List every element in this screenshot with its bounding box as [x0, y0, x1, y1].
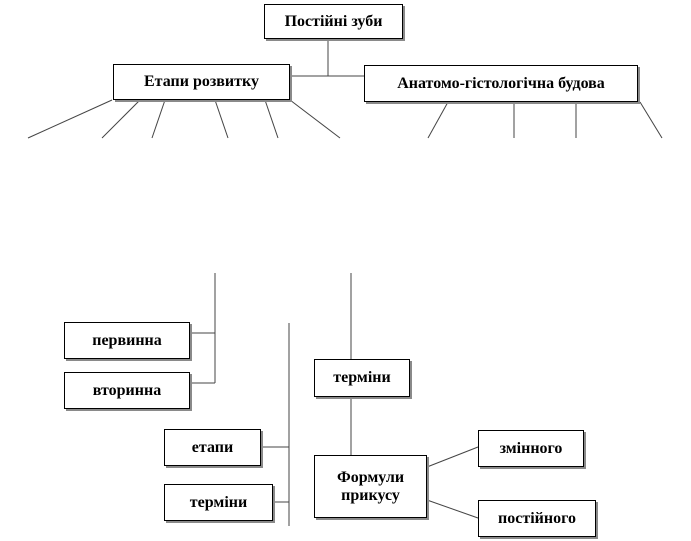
connector-left-fan-1	[27, 99, 113, 139]
node-terms-right: терміни	[314, 359, 410, 397]
connector-right-fan-1	[427, 101, 449, 139]
node-changeable: змінного	[478, 430, 584, 467]
connector-changeable	[426, 446, 479, 468]
node-bite-formulas: Формули прикусу	[314, 455, 427, 518]
node-permanent: постійного	[478, 500, 596, 537]
node-secondary: вторинна	[64, 372, 190, 409]
connector-right-fan-4	[639, 101, 663, 139]
node-stages: етапи	[164, 429, 261, 466]
connector-left-fan-5	[264, 99, 279, 139]
connector-left-fan-4	[214, 99, 229, 139]
branch-anatomy-histology: Анатомо-гістологічна будова	[364, 65, 638, 102]
branch-development-stages: Етапи розвитку	[113, 64, 290, 100]
connector-permanent	[426, 499, 479, 519]
connector-left-fan-3	[151, 99, 166, 139]
node-terms-left: терміни	[164, 484, 273, 521]
node-primary: первинна	[64, 322, 190, 359]
root-node: Постійні зуби	[264, 4, 403, 39]
connector-left-fan-2	[101, 99, 141, 139]
connector-left-fan-6	[289, 99, 341, 139]
